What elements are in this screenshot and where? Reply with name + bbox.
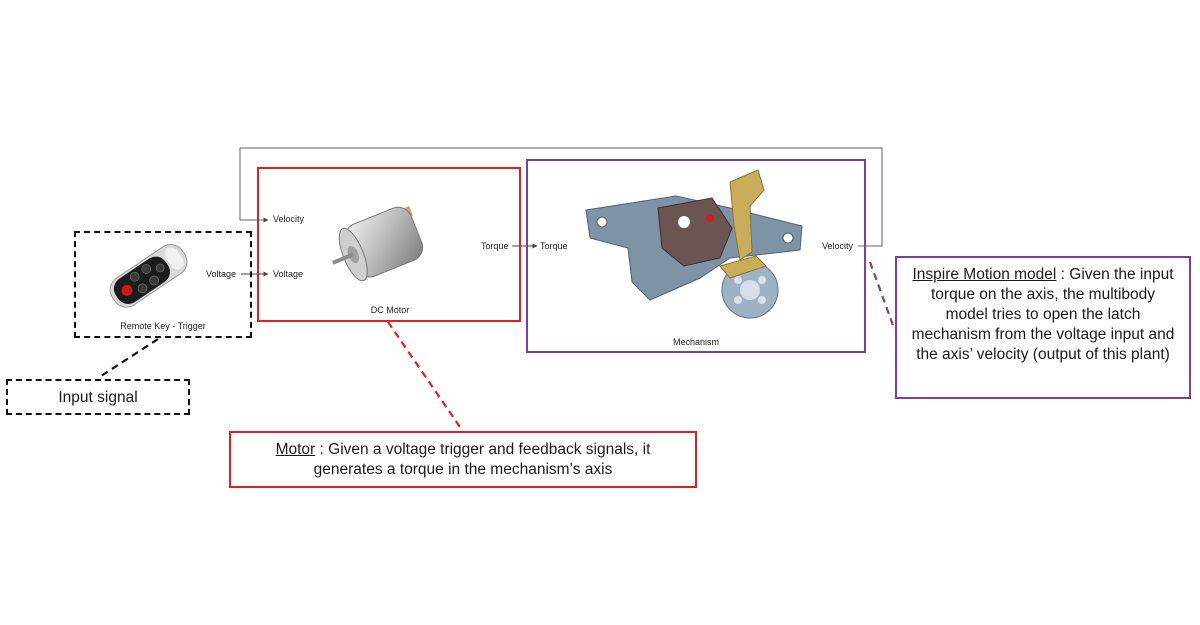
inspire-callout-text: : Given the input torque on the axis, th… xyxy=(911,266,1175,363)
motor-leader xyxy=(387,321,463,431)
mechanism-torque-port: Torque xyxy=(540,241,568,251)
key-fob-icon xyxy=(109,244,188,308)
motor-callout: Motor : Given a voltage trigger and feed… xyxy=(229,431,697,488)
dc-motor-label: DC Motor xyxy=(370,305,410,315)
dc-motor-block[interactable] xyxy=(330,194,450,296)
dc-motor-icon xyxy=(332,206,424,282)
input-signal-leader xyxy=(97,338,159,379)
remote-key-block[interactable] xyxy=(100,238,196,312)
mechanism-velocity-port: Velocity xyxy=(822,241,854,251)
latch-mechanism-icon xyxy=(585,169,803,319)
inspire-leader xyxy=(868,261,896,329)
dc-motor-torque-port: Torque xyxy=(481,241,509,251)
mechanism-frame xyxy=(526,159,866,353)
remote-key-frame xyxy=(74,231,252,338)
dc-motor-frame xyxy=(257,167,521,322)
inspire-callout-title: Inspire Motion model xyxy=(912,266,1057,283)
motor-callout-text: : Given a voltage trigger and feedback s… xyxy=(313,441,651,478)
input-signal-text: Input signal xyxy=(58,389,138,406)
dc-motor-voltage-port: Voltage xyxy=(273,269,304,279)
input-signal-callout: Input signal xyxy=(6,379,190,415)
remote-key-label: Remote Key - Trigger xyxy=(120,321,206,331)
dc-motor-velocity-port: Velocity xyxy=(273,214,305,224)
feedback-wire xyxy=(239,147,883,247)
motor-callout-title: Motor xyxy=(275,441,316,458)
mechanism-block[interactable] xyxy=(580,162,810,330)
inspire-callout: Inspire Motion model : Given the input t… xyxy=(895,256,1191,399)
remote-key-voltage-port: Voltage xyxy=(206,269,237,279)
mechanism-label: Mechanism xyxy=(672,337,719,347)
